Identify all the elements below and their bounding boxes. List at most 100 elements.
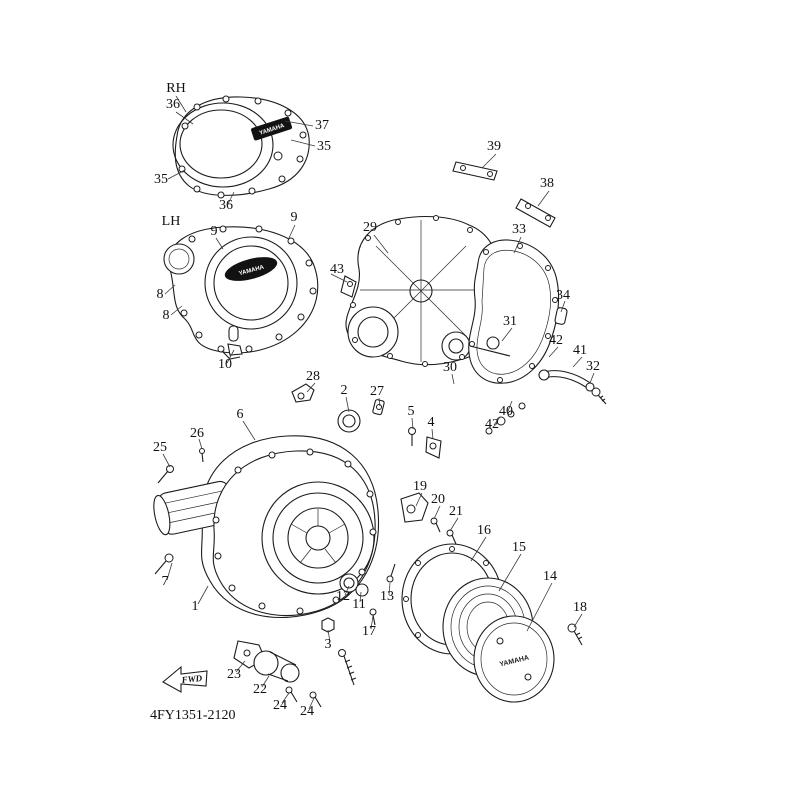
part-label: 35 (154, 172, 168, 187)
leader-line (359, 591, 362, 603)
leader-line (261, 675, 270, 688)
shift-shaft-31-drawing (469, 336, 511, 357)
part-label: 8 (157, 287, 164, 302)
labels-layer: RH3637353536LH99438810293938333431424132… (153, 81, 600, 719)
leader-line (548, 346, 559, 358)
part-label: 25 (153, 440, 167, 455)
part-label: 16 (477, 523, 491, 538)
bolt-17-drawing (369, 608, 377, 626)
leader-line (164, 284, 176, 295)
nut-3-drawing (321, 617, 335, 633)
clutch-cover-drawing (153, 448, 377, 617)
bracket-39-drawing (452, 161, 498, 181)
bolt-21-drawing (446, 529, 457, 545)
part-label: 2 (341, 383, 348, 398)
leader-line (537, 190, 550, 207)
part-label: 37 (315, 118, 329, 133)
part-label: 18 (573, 600, 587, 615)
plug-7-drawing (154, 553, 174, 575)
leader-line (197, 585, 209, 605)
leader-line (411, 417, 414, 430)
leader-line (235, 660, 246, 673)
leader-line (560, 300, 566, 313)
bolt-32-drawing (591, 387, 607, 405)
part-label: 36 (166, 97, 180, 112)
bolt-18-drawing (567, 623, 583, 646)
part-label: 41 (573, 343, 587, 358)
part-label: 5 (408, 404, 415, 419)
leader-line (573, 613, 583, 628)
leader-line (493, 416, 501, 426)
part-label: 28 (306, 369, 320, 384)
part-label: 42 (549, 333, 563, 348)
leader-line (170, 305, 183, 316)
right-cover-drawing (468, 239, 560, 384)
bolts-24-drawing (285, 686, 322, 708)
fwd-arrow: FWD (162, 665, 208, 693)
tab-10-drawing (227, 343, 243, 356)
part-label: 10 (218, 357, 232, 372)
leader-line (507, 400, 513, 412)
bracket-28-drawing (291, 383, 315, 403)
leader-line (288, 224, 296, 239)
part-label: 30 (443, 360, 457, 375)
bolt-5-drawing (408, 427, 416, 446)
leader-line (226, 349, 235, 364)
leader-line (306, 382, 316, 393)
part-label: 31 (503, 314, 517, 329)
bolt-26-drawing (199, 448, 205, 463)
clutch-cover-bolt-holes (212, 448, 377, 615)
part-label: 34 (556, 288, 570, 303)
leader-lines-layer (162, 95, 595, 710)
lh-cover-badge: YAMAHA (224, 257, 278, 281)
part-label: 12 (336, 589, 350, 604)
part-label: 33 (512, 222, 526, 237)
leader-line (215, 237, 224, 250)
leader-line (451, 373, 455, 385)
leader-line (166, 562, 173, 581)
plate-4-drawing (425, 436, 442, 459)
clutch-gasket-drawing (201, 435, 380, 618)
leader-line (433, 505, 441, 520)
part-label: 15 (512, 540, 526, 555)
part-43-drawing (340, 275, 357, 298)
leader-line (526, 582, 553, 632)
leader-line (290, 139, 316, 147)
leader-line (175, 111, 194, 125)
part-label: 19 (413, 479, 427, 494)
leader-line (345, 396, 350, 413)
part-label: 20 (431, 492, 445, 507)
part-label: 9 (291, 210, 298, 225)
leader-line (589, 372, 595, 384)
screw-long-drawing (338, 649, 357, 686)
rh-cover-bolt-holes (178, 95, 307, 199)
leader-line (501, 327, 513, 342)
leader-line (572, 356, 583, 368)
leader-line (373, 234, 389, 254)
rh-cover-drawing: YAMAHA (172, 95, 310, 199)
leader-line (449, 517, 459, 532)
leader-line (167, 169, 186, 180)
leader-line (308, 697, 315, 710)
part-label: 24 (273, 698, 287, 713)
leader-line (431, 428, 434, 440)
part-label: 29 (363, 220, 377, 235)
leader-line (415, 492, 423, 507)
part-label: 1 (192, 599, 199, 614)
part-label: LH (162, 214, 181, 229)
part-label: 38 (540, 176, 554, 191)
part-label: 32 (586, 359, 600, 374)
part-label: 39 (487, 139, 501, 154)
part-label: 3 (325, 637, 332, 652)
leader-line (498, 553, 522, 592)
part-label: 4 (428, 415, 435, 430)
bracket-19-drawing (400, 492, 429, 523)
bolt-20-drawing (430, 517, 441, 533)
leader-line (327, 629, 331, 643)
leader-line (175, 95, 187, 113)
part-label: RH (166, 81, 185, 96)
part-label: 9 (211, 224, 218, 239)
part-label: 11 (352, 597, 365, 612)
part-label: 14 (543, 569, 557, 584)
